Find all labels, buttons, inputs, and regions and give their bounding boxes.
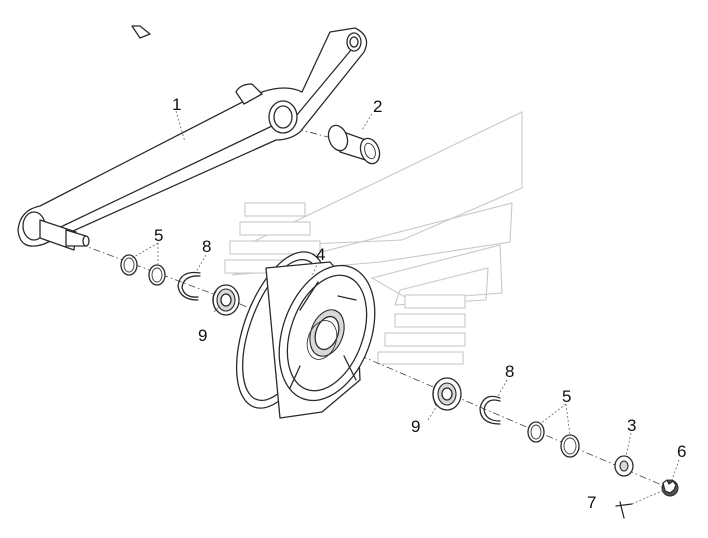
part-bearing-right	[432, 377, 462, 411]
part-washers-left	[120, 254, 166, 286]
callout-5-left: 5	[154, 226, 163, 245]
part-bushing	[327, 124, 381, 165]
part-pulley	[235, 251, 376, 419]
callout-3: 3	[627, 416, 636, 435]
part-washers-right	[527, 421, 580, 458]
part-bearing-left	[212, 284, 240, 316]
part-circlip-right	[479, 395, 501, 425]
callout-8-right: 8	[505, 362, 514, 381]
callout-9-right: 9	[411, 417, 420, 436]
callout-7: 7	[587, 493, 596, 512]
part-circlip-left	[177, 271, 201, 301]
callout-6: 6	[677, 442, 686, 461]
part-castle-nut	[661, 479, 679, 497]
callout-4: 4	[316, 245, 325, 264]
part-washer-small	[614, 455, 634, 477]
callout-5-right: 5	[562, 387, 571, 406]
callout-1: 1	[172, 95, 181, 114]
part-cotter-pin	[615, 489, 665, 519]
part-arm	[17, 25, 368, 251]
callout-9-left: 9	[198, 326, 207, 345]
callout-2: 2	[373, 97, 382, 116]
leader-lines	[131, 110, 680, 481]
callouts: 1 2 3 4 5 5 6 7 8 8 9 9	[154, 95, 686, 512]
callout-8-left: 8	[202, 237, 211, 256]
